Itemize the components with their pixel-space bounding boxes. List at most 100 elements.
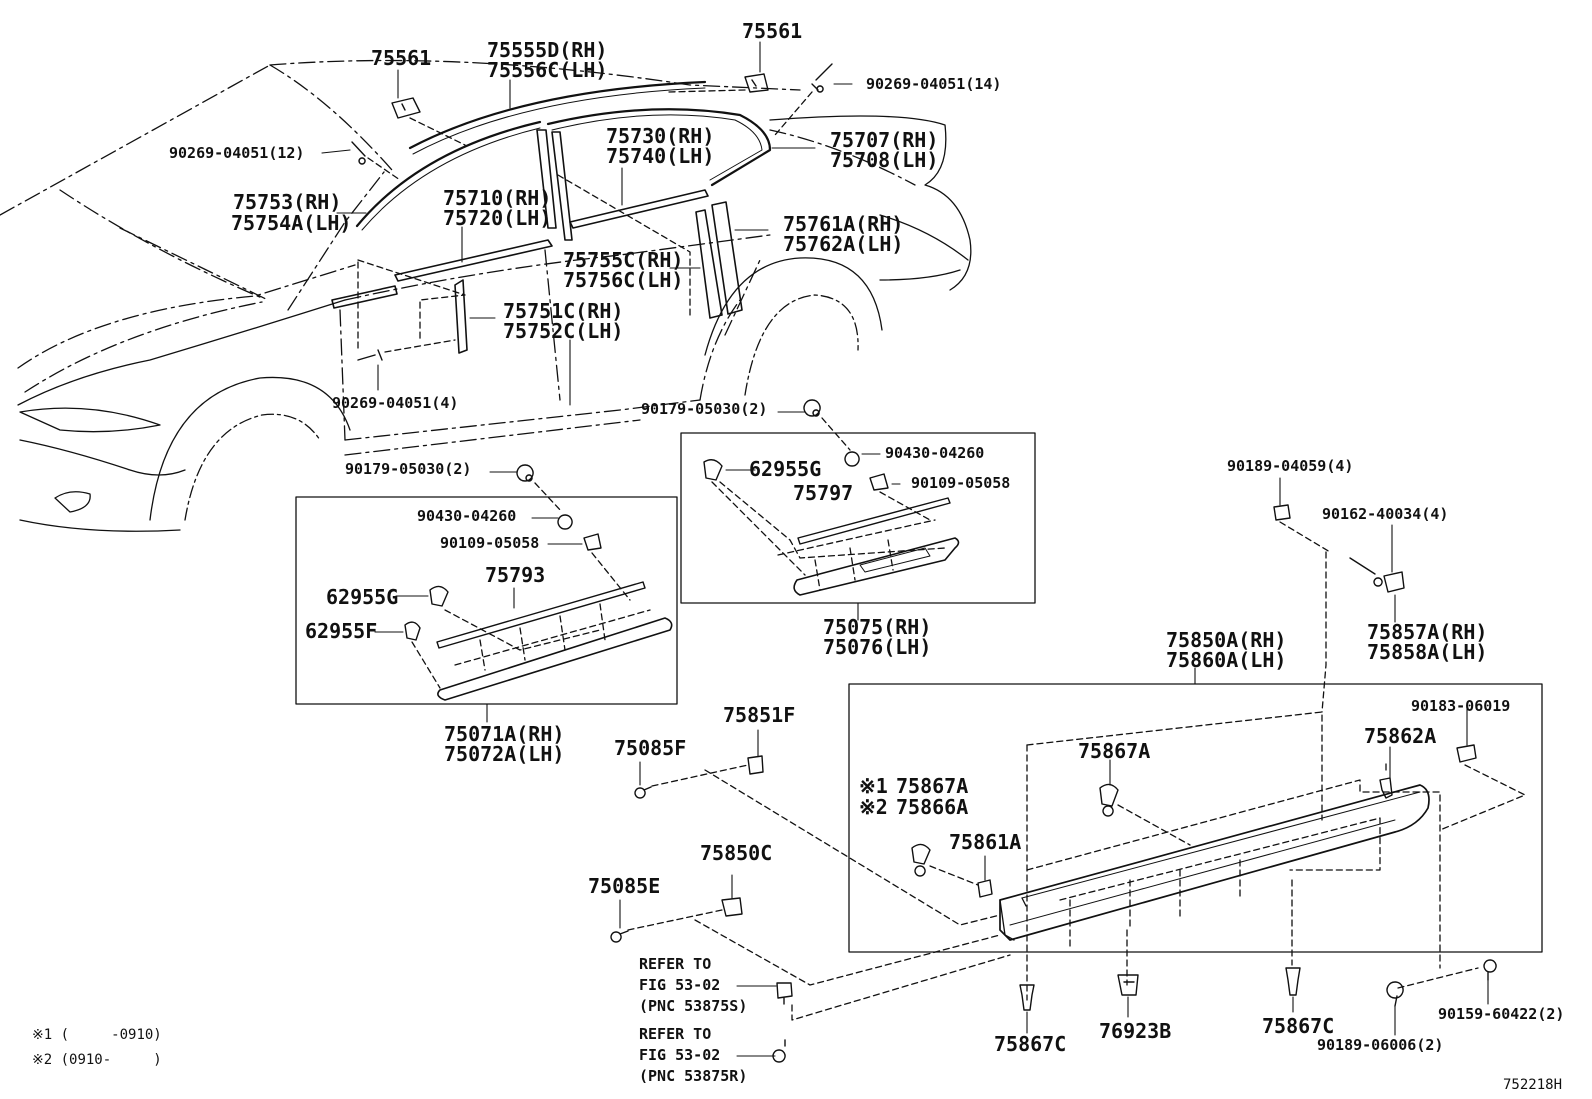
clip-53875s [776,982,793,1005]
hood-line-2 [24,301,263,393]
hood-front-line [17,264,356,369]
front-wheel-arch [149,376,351,521]
label-75740-lh[interactable]: 75740(LH) [606,144,715,168]
clip-75561-left [391,97,421,119]
label-75751c-rh[interactable]: 75751C(RH) [503,299,624,323]
label-75085f[interactable]: 75085F [614,736,687,760]
label-90269-04051-4[interactable]: 90269-04051(4) [332,394,459,412]
clip-90159 [1483,959,1497,981]
label-75561-left[interactable]: 75561 [371,46,432,70]
nut-90179-right [803,399,821,417]
front-b-pillar-garnish [536,129,557,229]
dl-90159 [1397,967,1479,989]
label-90183-06019[interactable]: 90183-06019 [1411,697,1511,715]
rear-bumper [879,214,969,281]
dl-90189-04059 [1279,521,1331,553]
label-75075-rh[interactable]: 75075(RH) [823,615,932,639]
label-90189-06006-2[interactable]: 90189-06006(2) [1317,1036,1444,1054]
label-62955g-left[interactable]: 62955G [326,585,399,609]
label-75561-right[interactable]: 75561 [742,19,803,43]
car-body-outline [0,59,972,532]
label-76923b[interactable]: 76923B [1099,1019,1172,1043]
label-75761a-rh[interactable]: 75761A(RH) [783,212,904,236]
label-75867c-left[interactable]: 75867C [994,1032,1067,1056]
label-62955f[interactable]: 62955F [305,619,378,643]
front-bumper-side [19,439,186,476]
rocker-panel-lower-edge [1009,819,1396,926]
rocker-dash-leaders [929,521,1526,1001]
label-75076-lh[interactable]: 75076(LH) [823,635,932,659]
label-90159-60422-2[interactable]: 90159-60422(2) [1438,1005,1565,1023]
center-pillar-molding [695,209,723,319]
label-75857a-rh[interactable]: 75857A(RH) [1367,620,1488,644]
label-62955g-right[interactable]: 62955G [749,457,822,481]
dl-75085f [651,764,749,787]
label-75720-lh[interactable]: 75720(LH) [443,206,552,230]
label-90189-04059-4[interactable]: 90189-04059(4) [1227,457,1354,475]
label-75756c-lh[interactable]: 75756C(LH) [563,268,684,292]
label-90269-04051-14[interactable]: 90269-04051(14) [866,75,1002,93]
label-75072a-lh[interactable]: 75072A(LH) [444,742,565,766]
label-75850c[interactable]: 75850C [700,841,773,865]
label-75860a-lh[interactable]: 75860A(LH) [1166,648,1287,672]
rocker-panel-end [999,897,1027,941]
leader-75561-left [409,117,466,146]
label-75867a-top[interactable]: 75867A [1078,739,1151,763]
label-75866a-note2[interactable]: 75866A [896,795,969,819]
label-75555d-rh[interactable]: 75555D(RH) [487,38,608,62]
label-90109-05058-left[interactable]: 90109-05058 [440,534,540,552]
label-75710-rh[interactable]: 75710(RH) [443,186,552,210]
label-75707-rh[interactable]: 75707(RH) [830,128,939,152]
label-75071a-rh[interactable]: 75071A(RH) [444,722,565,746]
label-75752c-lh[interactable]: 75752C(LH) [503,319,624,343]
leader-75561-right [667,89,746,93]
label-75867c-right[interactable]: 75867C [1262,1014,1335,1038]
dl-90183 [1439,764,1526,831]
label-75862a[interactable]: 75862A [1364,724,1437,748]
windshield-wiper-line [119,227,269,301]
windshield-line [0,64,393,216]
ref-53875r-line3[interactable]: (PNC 53875R) [639,1067,748,1085]
screw-90269-12 [351,141,366,165]
label-75762a-lh[interactable]: 75762A(LH) [783,232,904,256]
screw-90162 [1349,557,1383,587]
label-75755c-rh[interactable]: 75755C(RH) [563,248,684,272]
label-75851f[interactable]: 75851F [723,703,796,727]
nut-90430-left [557,514,573,530]
label-75793[interactable]: 75793 [485,563,546,587]
clip-75850c [721,897,743,917]
body-shoulder-line [344,234,771,301]
label-75730-rh[interactable]: 75730(RH) [606,124,715,148]
ref-53875s-line3[interactable]: (PNC 53875S) [639,997,748,1015]
label-90179-05030-left[interactable]: 90179-05030(2) [345,460,472,478]
label-75085e[interactable]: 75085E [588,874,661,898]
label-75867a-note1[interactable]: 75867A [896,774,969,798]
clip-75867a-note [911,843,931,877]
dl-62955g-right [711,481,806,576]
label-90109-05058-right[interactable]: 90109-05058 [911,474,1011,492]
label-90162-40034-4[interactable]: 90162-40034(4) [1322,505,1449,523]
label-90430-04260-right[interactable]: 90430-04260 [885,444,985,462]
label-75556c-lh[interactable]: 75556C(LH) [487,58,608,82]
rear-molding-strip-75797 [797,497,951,545]
label-75708-lh[interactable]: 75708(LH) [830,148,939,172]
label-90269-04051-12[interactable]: 90269-04051(12) [169,144,305,162]
label-75858a-lh[interactable]: 75858A(LH) [1367,640,1488,664]
dl-rocker-top [1026,711,1323,821]
label-75754a-lh[interactable]: 75754A(LH) [231,211,352,235]
dl-75851f-rocker [704,769,1001,926]
bumper-lower [19,491,181,532]
front-bumper [17,299,346,406]
label-75850a-rh[interactable]: 75850A(RH) [1166,628,1287,652]
label-75753-rh[interactable]: 75753(RH) [233,190,342,214]
label-75797[interactable]: 75797 [793,481,854,505]
label-90179-05030-right[interactable]: 90179-05030(2) [641,400,768,418]
label-75861a[interactable]: 75861A [949,830,1022,854]
dl-75867a-top [1117,804,1191,846]
label-90430-04260-left[interactable]: 90430-04260 [417,507,517,525]
clip-62955g-left [429,585,449,607]
dl-53875 [791,954,1011,1021]
dl-grid-1 [814,539,894,591]
